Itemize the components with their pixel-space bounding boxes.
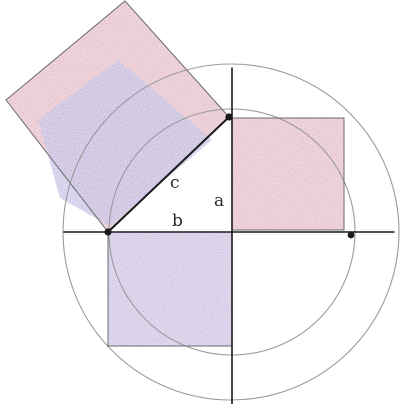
construction-lines (63, 67, 395, 404)
points (104, 113, 355, 239)
point-left-vertex (104, 228, 112, 236)
label-c: c (170, 173, 180, 193)
square-c-squared (6, 1, 229, 232)
point-right-mark (347, 231, 355, 239)
square-a-red-fill (232, 118, 344, 230)
square-a-squared (232, 118, 344, 230)
label-b: b (172, 211, 183, 231)
square-b-squared (108, 232, 232, 346)
circle-left (62, 63, 400, 401)
square-c-blue-fill (38, 60, 212, 226)
square-b-blue-fill (108, 232, 232, 346)
point-top-vertex (225, 113, 233, 121)
hypotenuse-c (107, 116, 230, 233)
label-a: a (214, 191, 224, 211)
